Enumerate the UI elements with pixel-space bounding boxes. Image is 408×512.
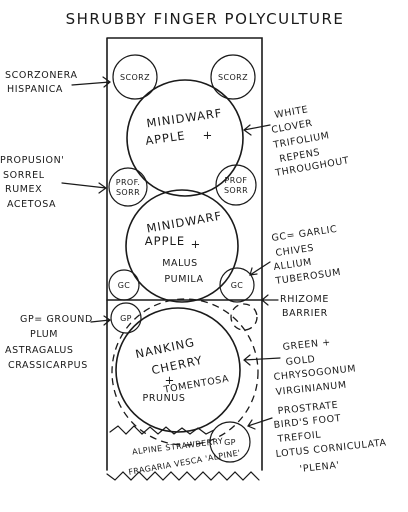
prof-left-circle bbox=[108, 167, 148, 207]
gold-label-1: GREEN + bbox=[282, 337, 331, 353]
gc-right-circle bbox=[219, 267, 255, 303]
cherry-circle bbox=[115, 307, 241, 433]
garlic-arrow bbox=[249, 261, 271, 276]
small-dashed-circle bbox=[230, 303, 258, 331]
gp-label-4: CRASSICARPUS bbox=[8, 360, 88, 371]
gp-label-1: GP= GROUND bbox=[20, 314, 93, 325]
scorzonera-arrow bbox=[71, 76, 111, 88]
cherry-dashed-circle bbox=[111, 298, 259, 446]
garlic-label-1: GC= GARLIC bbox=[271, 224, 338, 244]
garlic-label-2: CHIVES bbox=[275, 243, 315, 259]
gc-left-circle bbox=[108, 269, 140, 301]
sorrel-label-1: PROPUSION' bbox=[0, 155, 65, 166]
apple-1-name: MINIDWARF bbox=[146, 106, 224, 130]
prof-left-label-2: SORR bbox=[116, 188, 140, 197]
apple-2-circle bbox=[125, 189, 239, 303]
rhizome-label-1: RHIZOME bbox=[280, 294, 329, 305]
prof-right-label-2: SORR bbox=[224, 186, 248, 195]
gc-right-label: GC bbox=[231, 281, 244, 290]
cherry-plus: + bbox=[165, 373, 176, 387]
sorrel-arrow bbox=[61, 182, 108, 194]
rhizome-label-2: BARRIER bbox=[282, 308, 328, 319]
scorz-left-label: SCORZ bbox=[120, 73, 150, 82]
gold-label-2: GOLD bbox=[285, 354, 316, 368]
scorzonera-label-2: HISPANICA bbox=[7, 84, 63, 95]
garlic-label-3: ALLIUM bbox=[273, 257, 313, 273]
gp-top-left-label: GP bbox=[120, 314, 132, 323]
gp-bottom-right-circle bbox=[209, 421, 251, 463]
gp-label-3: ASTRAGALUS bbox=[5, 345, 74, 356]
gc-left-label: GC bbox=[118, 281, 131, 290]
sorrel-label-2: SORREL bbox=[3, 170, 45, 181]
trefoil-arrow bbox=[247, 417, 273, 430]
apple-1-circle bbox=[126, 79, 244, 197]
apple-2-type: APPLE bbox=[145, 234, 185, 248]
apple-2-species: PUMILA bbox=[164, 274, 203, 285]
apple-1-plus: + bbox=[203, 128, 214, 142]
clover-arrow bbox=[243, 124, 271, 136]
scorz-left-circle bbox=[112, 54, 158, 100]
trefoil-label-3: TREFOIL bbox=[276, 429, 322, 445]
strawberry-border-bottom bbox=[106, 471, 260, 481]
prof-left-label-1: PROF. bbox=[116, 178, 141, 187]
gp-label-2: PLUM bbox=[30, 329, 58, 340]
sorrel-label-4: ACETOSA bbox=[7, 199, 56, 210]
cherry-genus: PRUNUS bbox=[143, 393, 186, 404]
apple-2-name: MINIDWARF bbox=[145, 209, 223, 236]
apple-1-type: APPLE bbox=[144, 128, 186, 147]
diagram-title: SHRUBBY FINGER POLYCULTURE bbox=[66, 10, 345, 28]
apple-2-genus: MALUS bbox=[162, 258, 198, 269]
gp-bottom-right-label: GP bbox=[224, 438, 236, 447]
prof-right-circle bbox=[215, 164, 257, 206]
sorrel-label-3: RUMEX bbox=[5, 184, 42, 195]
gold-label-4: VIRGINIANUM bbox=[275, 380, 347, 398]
bed-outline bbox=[106, 37, 263, 471]
scorz-right-circle bbox=[210, 54, 256, 100]
prof-right-label-1: PROF bbox=[225, 176, 248, 185]
gp-arrow bbox=[90, 315, 112, 326]
gp-top-left-circle bbox=[110, 302, 142, 334]
gold-arrow bbox=[243, 354, 281, 366]
strawberry-border-top bbox=[109, 425, 215, 435]
scorz-right-label: SCORZ bbox=[218, 73, 248, 82]
trefoil-label-5: 'PLENA' bbox=[299, 460, 340, 475]
apple-2-plus: + bbox=[191, 237, 202, 251]
rhizome-arrow bbox=[261, 294, 279, 306]
scorzonera-label-1: SCORZONERA bbox=[5, 70, 78, 81]
